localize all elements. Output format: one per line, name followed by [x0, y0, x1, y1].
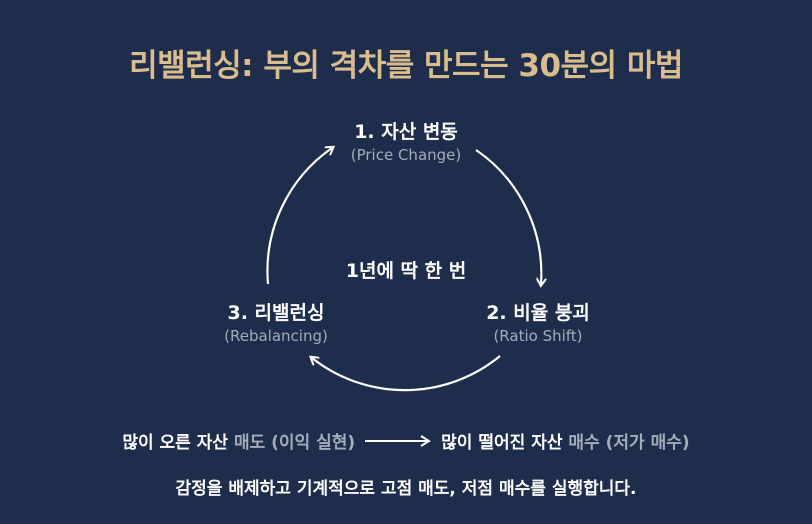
cycle-node-ratio-shift: 2. 비율 붕괴 (Ratio Shift) — [438, 301, 638, 347]
summary-left-main: 많이 오른 자산 — [122, 433, 229, 453]
summary-left-action: 매도 (이익 실현) — [233, 433, 356, 453]
node-sublabel: (Ratio Shift) — [493, 327, 583, 345]
footer-text: 감정을 배제하고 기계적으로 고점 매도, 저점 매수를 실행합니다. — [175, 479, 637, 499]
node-label: 1. 자산 변동 — [354, 121, 458, 143]
summary-right-main: 많이 떨어진 자산 — [441, 433, 563, 453]
cycle-node-price-change: 1. 자산 변동 (Price Change) — [306, 120, 506, 166]
arrow-2-to-3 — [312, 355, 501, 392]
summary-row: 많이 오른 자산 매도 (이익 실현) 많이 떨어진 자산 매수 (저가 매수) — [0, 428, 812, 453]
cycle-center-label: 1년에 딱 한 번 — [345, 260, 467, 282]
arrow-3-to-1 — [266, 148, 332, 285]
node-sublabel: (Price Change) — [350, 146, 462, 164]
node-label: 3. 리밸런싱 — [227, 302, 325, 324]
node-sublabel: (Rebalancing) — [224, 327, 328, 345]
arrow-1-to-2 — [475, 149, 541, 284]
right-arrow-icon — [365, 434, 432, 447]
node-label: 2. 비율 붕괴 — [486, 302, 590, 324]
slide-title: 리밸런싱: 부의 격차를 만드는 30분의 마법 — [129, 48, 683, 84]
cycle-node-rebalancing: 3. 리밸런싱 (Rebalancing) — [176, 301, 376, 347]
summary-right-action: 매수 (저가 매수) — [568, 433, 690, 453]
